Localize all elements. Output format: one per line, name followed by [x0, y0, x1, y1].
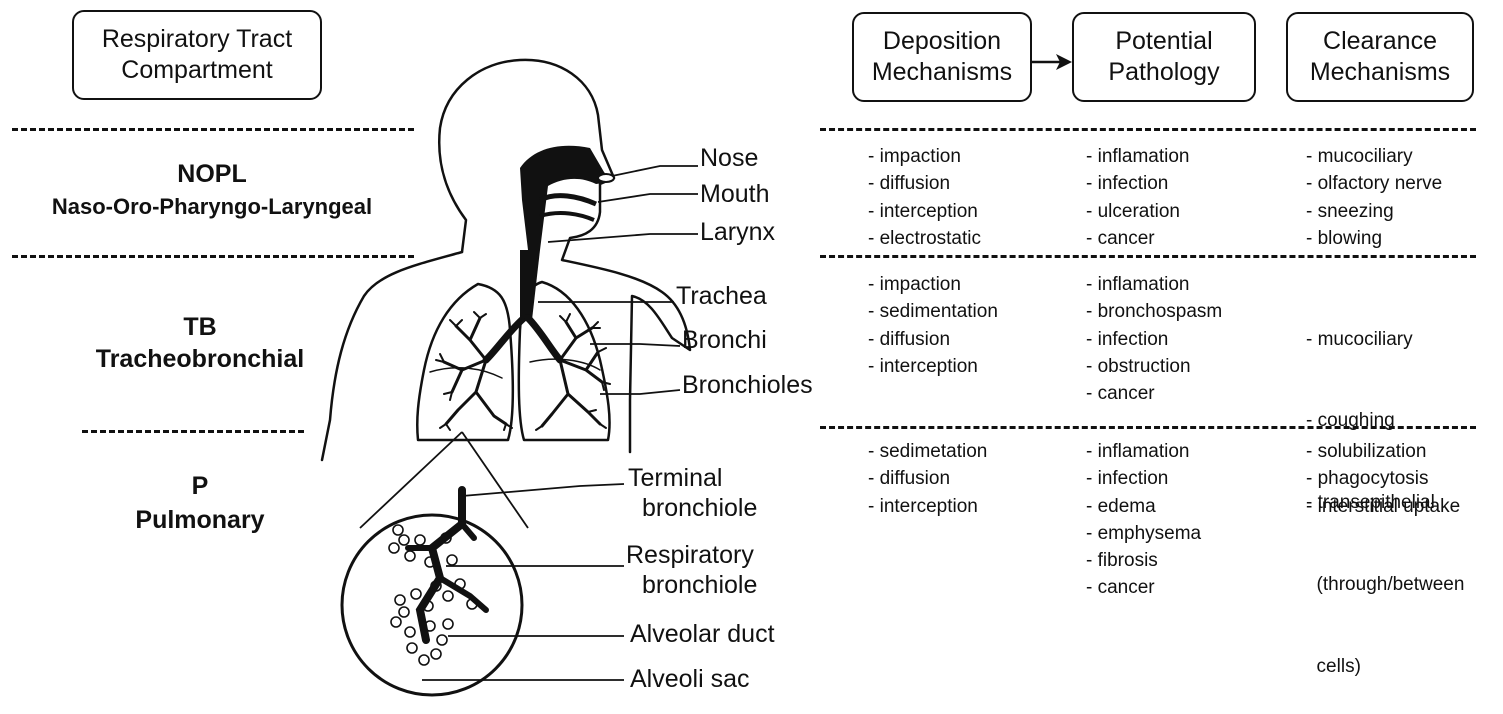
separator-left-1 [12, 128, 414, 131]
list-item: - electrostatic [868, 225, 981, 252]
header-pathology-line2: Pathology [1108, 57, 1219, 88]
compartment-tb: TB Tracheobronchial [0, 312, 400, 376]
list-item: - ulceration [1086, 198, 1190, 225]
header-compartment-line2: Compartment [121, 55, 272, 86]
list-item: - interception [868, 198, 981, 225]
list-item: - sedimetation [868, 438, 987, 465]
list-item: - interstitial uptake [1306, 493, 1460, 520]
list-item: - edema [1086, 493, 1201, 520]
list-item: - bronchospasm [1086, 298, 1222, 325]
header-deposition: Deposition Mechanisms [852, 12, 1032, 102]
header-pathology-line1: Potential [1115, 26, 1212, 57]
label-alveoli-sac: Alveoli sac [630, 665, 750, 693]
label-line: Terminal [628, 463, 757, 493]
label-terminal-bronchiole: Terminal bronchiole [628, 463, 757, 523]
list-item: - cancer [1086, 225, 1190, 252]
compartment-name: Tracheobronchial [0, 342, 400, 376]
row-nopl-deposition: - impaction - diffusion - interception -… [868, 143, 981, 252]
header-compartment-line1: Respiratory Tract [102, 24, 292, 55]
header-compartment: Respiratory Tract Compartment [72, 10, 322, 100]
list-item: - interception [868, 353, 998, 380]
label-line: Respiratory [626, 540, 757, 570]
list-item: - mucociliary [1306, 326, 1464, 353]
list-item: - coughing [1306, 407, 1464, 434]
list-item: - diffusion [868, 326, 998, 353]
header-pathology: Potential Pathology [1072, 12, 1256, 102]
list-item: - diffusion [868, 170, 981, 197]
list-item: - infection [1086, 170, 1190, 197]
list-item: - sedimentation [868, 298, 998, 325]
row-nopl-pathology: - inflamation - infection - ulceration -… [1086, 143, 1190, 252]
list-item: - impaction [868, 143, 981, 170]
label-line: bronchiole [628, 493, 757, 523]
header-clearance-line2: Mechanisms [1310, 57, 1450, 88]
compartment-abbr: NOPL [12, 158, 412, 190]
list-item: - infection [1086, 465, 1201, 492]
list-item: - solubilization [1306, 438, 1460, 465]
compartment-abbr: TB [0, 312, 400, 342]
compartment-name: Pulmonary [0, 502, 400, 538]
label-line: bronchiole [626, 570, 757, 600]
list-item: - interception [868, 493, 987, 520]
magnifier-circle [342, 515, 522, 695]
label-respiratory-bronchiole: Respiratory bronchiole [626, 540, 757, 600]
row-nopl-clearance: - mucociliary - olfactory nerve - sneezi… [1306, 143, 1442, 252]
compartment-nopl: NOPL Naso-Oro-Pharyngo-Laryngeal [12, 158, 412, 224]
header-deposition-line2: Mechanisms [872, 57, 1012, 88]
list-item: - blowing [1306, 225, 1442, 252]
list-item: - obstruction [1086, 353, 1222, 380]
list-item: - fibrosis [1086, 547, 1201, 574]
row-tb-pathology: - inflamation - bronchospasm - infection… [1086, 271, 1222, 407]
separator-left-3 [82, 430, 304, 433]
list-item: (through/between [1306, 571, 1464, 598]
list-item: - diffusion [868, 465, 987, 492]
list-item: cells) [1306, 653, 1464, 680]
compartment-name: Naso-Oro-Pharyngo-Laryngeal [12, 190, 412, 224]
list-item: - emphysema [1086, 520, 1201, 547]
row-p-deposition: - sedimetation - diffusion - interceptio… [868, 438, 987, 520]
row-tb-deposition: - impaction - sedimentation - diffusion … [868, 271, 998, 380]
separator-right-2 [820, 255, 1476, 258]
label-bronchi: Bronchi [682, 326, 767, 354]
separator-right-1 [820, 128, 1476, 131]
list-item: - mucociliary [1306, 143, 1442, 170]
row-p-clearance: - solubilization - phagocytosis - inters… [1306, 438, 1460, 520]
compartment-abbr: P [0, 470, 400, 502]
header-clearance-line1: Clearance [1323, 26, 1437, 57]
label-alveolar-duct: Alveolar duct [630, 620, 775, 648]
list-item: - phagocytosis [1306, 465, 1460, 492]
header-clearance: Clearance Mechanisms [1286, 12, 1474, 102]
list-item: - inflamation [1086, 438, 1201, 465]
left-lung [417, 284, 513, 440]
list-item: - infection [1086, 326, 1222, 353]
list-item: - cancer [1086, 380, 1222, 407]
list-item: - impaction [868, 271, 998, 298]
list-item: - sneezing [1306, 198, 1442, 225]
label-mouth: Mouth [700, 180, 769, 208]
list-item: - inflamation [1086, 271, 1222, 298]
row-p-pathology: - inflamation - infection - edema - emph… [1086, 438, 1201, 602]
compartment-p: P Pulmonary [0, 470, 400, 538]
list-item: - inflamation [1086, 143, 1190, 170]
list-item: - cancer [1086, 574, 1201, 601]
separator-left-2 [12, 255, 414, 258]
bronchial-tree [436, 312, 610, 430]
label-nose: Nose [700, 144, 758, 172]
label-trachea: Trachea [676, 282, 767, 310]
label-bronchioles: Bronchioles [682, 371, 813, 399]
list-item: - olfactory nerve [1306, 170, 1442, 197]
label-larynx: Larynx [700, 218, 775, 246]
header-deposition-line1: Deposition [883, 26, 1001, 57]
